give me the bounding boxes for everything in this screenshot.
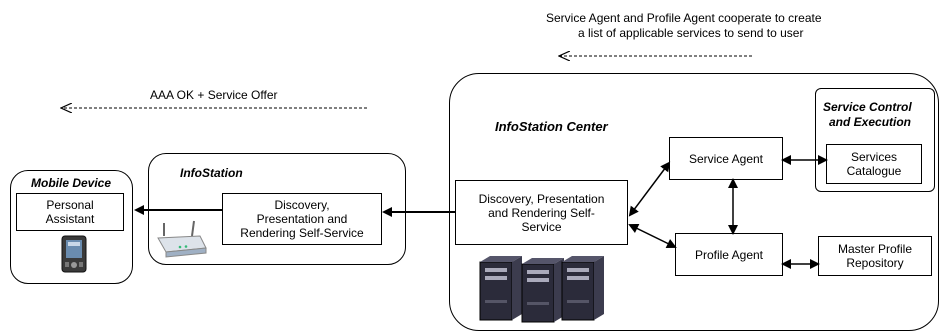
service-control-title-line2: and Execution xyxy=(829,115,912,129)
services-catalogue-line2: Catalogue xyxy=(846,164,902,178)
infostation-discovery-line3: Rendering Self-Service xyxy=(240,226,364,240)
center-discovery-box: Discovery, Presentation and Rendering Se… xyxy=(455,180,628,245)
services-catalogue-line1: Services xyxy=(850,150,897,164)
infostation-discovery-box: Discovery, Presentation and Rendering Se… xyxy=(222,193,382,245)
personal-assistant-line1: Personal xyxy=(46,198,94,212)
wireless-router-icon xyxy=(157,220,207,258)
center-discovery-line1: Discovery, Presentation xyxy=(478,191,605,206)
aaa-note: AAA OK + Service Offer xyxy=(150,88,278,102)
cooperation-note-line1: Service Agent and Profile Agent cooperat… xyxy=(546,11,822,25)
discovery-profile-agent-arrow xyxy=(628,224,677,248)
master-profile-repository-box: Master Profile Repository xyxy=(818,236,932,276)
discovery-service-agent-arrow xyxy=(628,161,671,217)
service-control-container xyxy=(815,88,935,192)
personal-assistant-box: Personal Assistant xyxy=(16,193,124,231)
service-agent-label: Service Agent xyxy=(688,151,764,166)
pda-icon xyxy=(61,235,87,273)
infostation-discovery-line1: Discovery, xyxy=(274,198,330,212)
profile-agent-box: Profile Agent xyxy=(675,233,783,276)
mobile-device-title: Mobile Device xyxy=(31,176,112,190)
center-discovery-line2: and Rendering Self- xyxy=(488,205,595,220)
personal-assistant-line2: Assistant xyxy=(45,212,95,226)
cooperation-note-line2: a list of applicable services to send to… xyxy=(578,26,804,40)
service-control-title-line1: Service Control xyxy=(823,100,912,114)
repository-line2: Repository xyxy=(846,256,904,270)
repository-line1: Master Profile xyxy=(837,242,913,256)
center-discovery-line3: Service xyxy=(521,219,562,234)
infostation-discovery-line2: Presentation and xyxy=(256,212,348,226)
infostation-center-title: InfoStation Center xyxy=(495,119,608,134)
infostation-title: InfoStation xyxy=(180,166,243,180)
profile-agent-label: Profile Agent xyxy=(694,247,764,262)
service-agent-box: Service Agent xyxy=(669,137,783,180)
server-tower-icon xyxy=(479,256,604,323)
